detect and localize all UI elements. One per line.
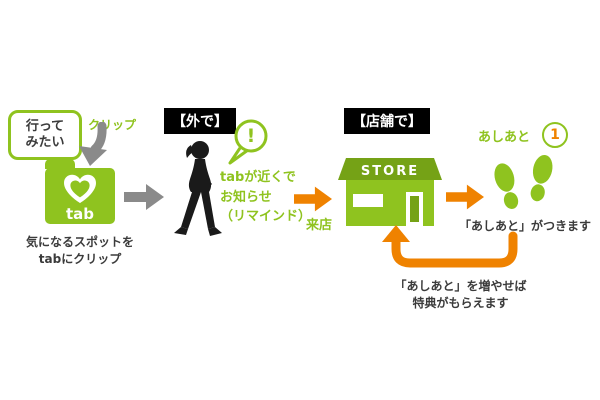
walking-woman-icon <box>174 141 222 236</box>
exclamation-bubble: ! <box>228 119 268 165</box>
store-sign: STORE <box>361 164 419 179</box>
bubble-text-line2: みたい <box>25 135 65 150</box>
loop-note-line1: 「あしあと」を増やせば <box>394 279 527 293</box>
remind-note-line1: tabが近くで <box>220 170 296 185</box>
bubble-text-line1: 行って <box>25 118 65 134</box>
loop-note: 「あしあと」を増やせば 特典がもらえます <box>388 278 533 312</box>
footprints-icon <box>494 154 553 209</box>
stamp-caption: 「あしあと」がつきます <box>458 219 591 233</box>
curved-down-arrow-icon <box>79 122 107 166</box>
exclamation-mark: ! <box>247 125 256 147</box>
orange-right-arrow-icon <box>446 184 484 210</box>
loop-back-arrow-icon <box>382 225 518 268</box>
outside-header: 【外で】 <box>164 108 236 134</box>
remind-note-line3: （リマインド） <box>220 209 312 224</box>
footprint-count-badge: 1 <box>542 122 568 148</box>
remind-note-line2: お知らせ <box>220 189 272 205</box>
folder-label: tab <box>65 205 95 223</box>
tab-folder-icon: tab <box>45 159 115 224</box>
loop-note-line2: 特典がもらえます <box>412 295 509 310</box>
clip-caption-line2: tabにクリップ <box>38 251 122 266</box>
footprint-label: あしあと <box>478 130 531 145</box>
remind-note: tabが近くで お知らせ （リマインド） <box>220 168 311 227</box>
clip-caption-line1: 気になるスポットを <box>25 235 134 249</box>
store-icon: STORE <box>338 158 442 226</box>
store-header: 【店舗で】 <box>344 108 430 134</box>
heart-icon <box>64 174 96 203</box>
orange-right-arrow-icon <box>294 186 332 212</box>
want-to-go-bubble: 行って みたい <box>8 110 82 160</box>
visit-label: 来店 <box>306 218 333 233</box>
clip-step-caption: 気になるスポットを tabにクリップ <box>10 234 150 268</box>
gray-right-arrow-icon <box>124 184 164 210</box>
